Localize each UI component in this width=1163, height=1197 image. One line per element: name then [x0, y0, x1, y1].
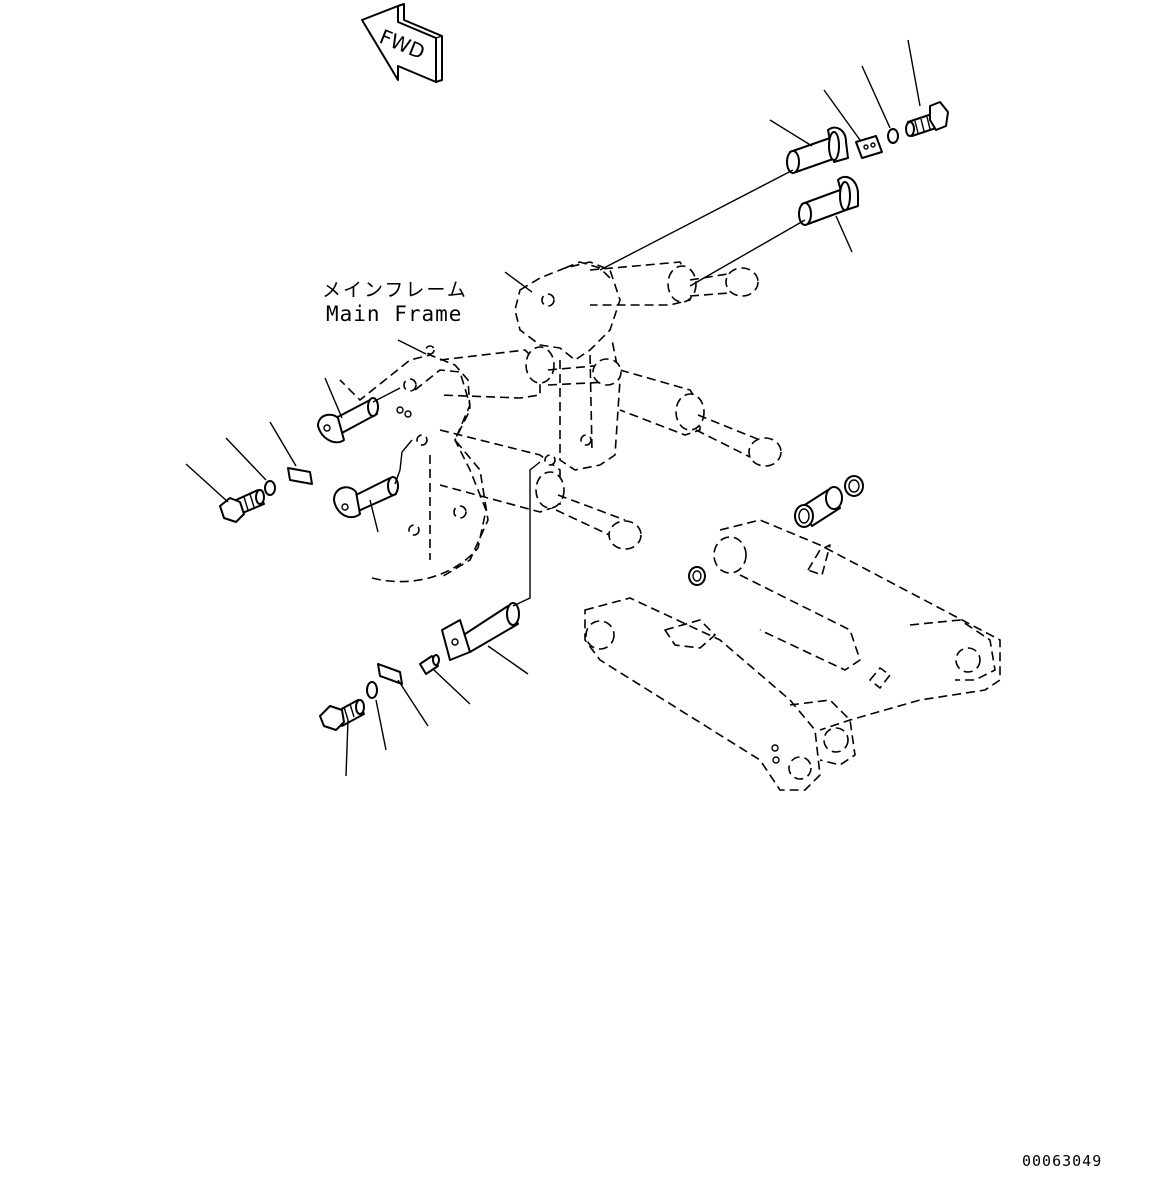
- left-hardware: [219, 387, 413, 523]
- leader-lines: [185, 39, 921, 777]
- grease-fitting: [419, 654, 440, 675]
- forward-arrow-icon: FWD: [361, 3, 443, 83]
- lower-hardware: [319, 461, 541, 731]
- pin-left-lower: [333, 476, 399, 519]
- washer-upper-right: [887, 128, 899, 144]
- main-frame: [339, 261, 782, 583]
- bolt-lower: [319, 699, 365, 731]
- washer-lower: [366, 681, 378, 699]
- main-frame-label-jp: メインフレーム: [322, 279, 468, 301]
- bushing: [794, 486, 843, 528]
- seal-ring-1: [844, 475, 864, 497]
- pin-upper-right-2: [798, 175, 859, 226]
- bushing-and-seals: [688, 475, 864, 586]
- plate-upper-right: [855, 135, 883, 159]
- pin-lower: [441, 602, 520, 661]
- plate-lower: [377, 663, 403, 685]
- plate-left: [287, 467, 313, 485]
- lower-arm: [584, 519, 1001, 791]
- upper-right-hardware: [599, 101, 949, 287]
- washer-left: [264, 480, 276, 496]
- bolt-upper-right: [905, 101, 949, 137]
- pin-left-upper: [317, 397, 379, 444]
- bolt-left: [219, 489, 265, 523]
- drawing-number: 00063049: [1022, 1152, 1102, 1170]
- seal-ring-2: [688, 566, 706, 586]
- pin-upper-right-1: [786, 126, 849, 174]
- main-frame-label-en: Main Frame: [326, 302, 462, 326]
